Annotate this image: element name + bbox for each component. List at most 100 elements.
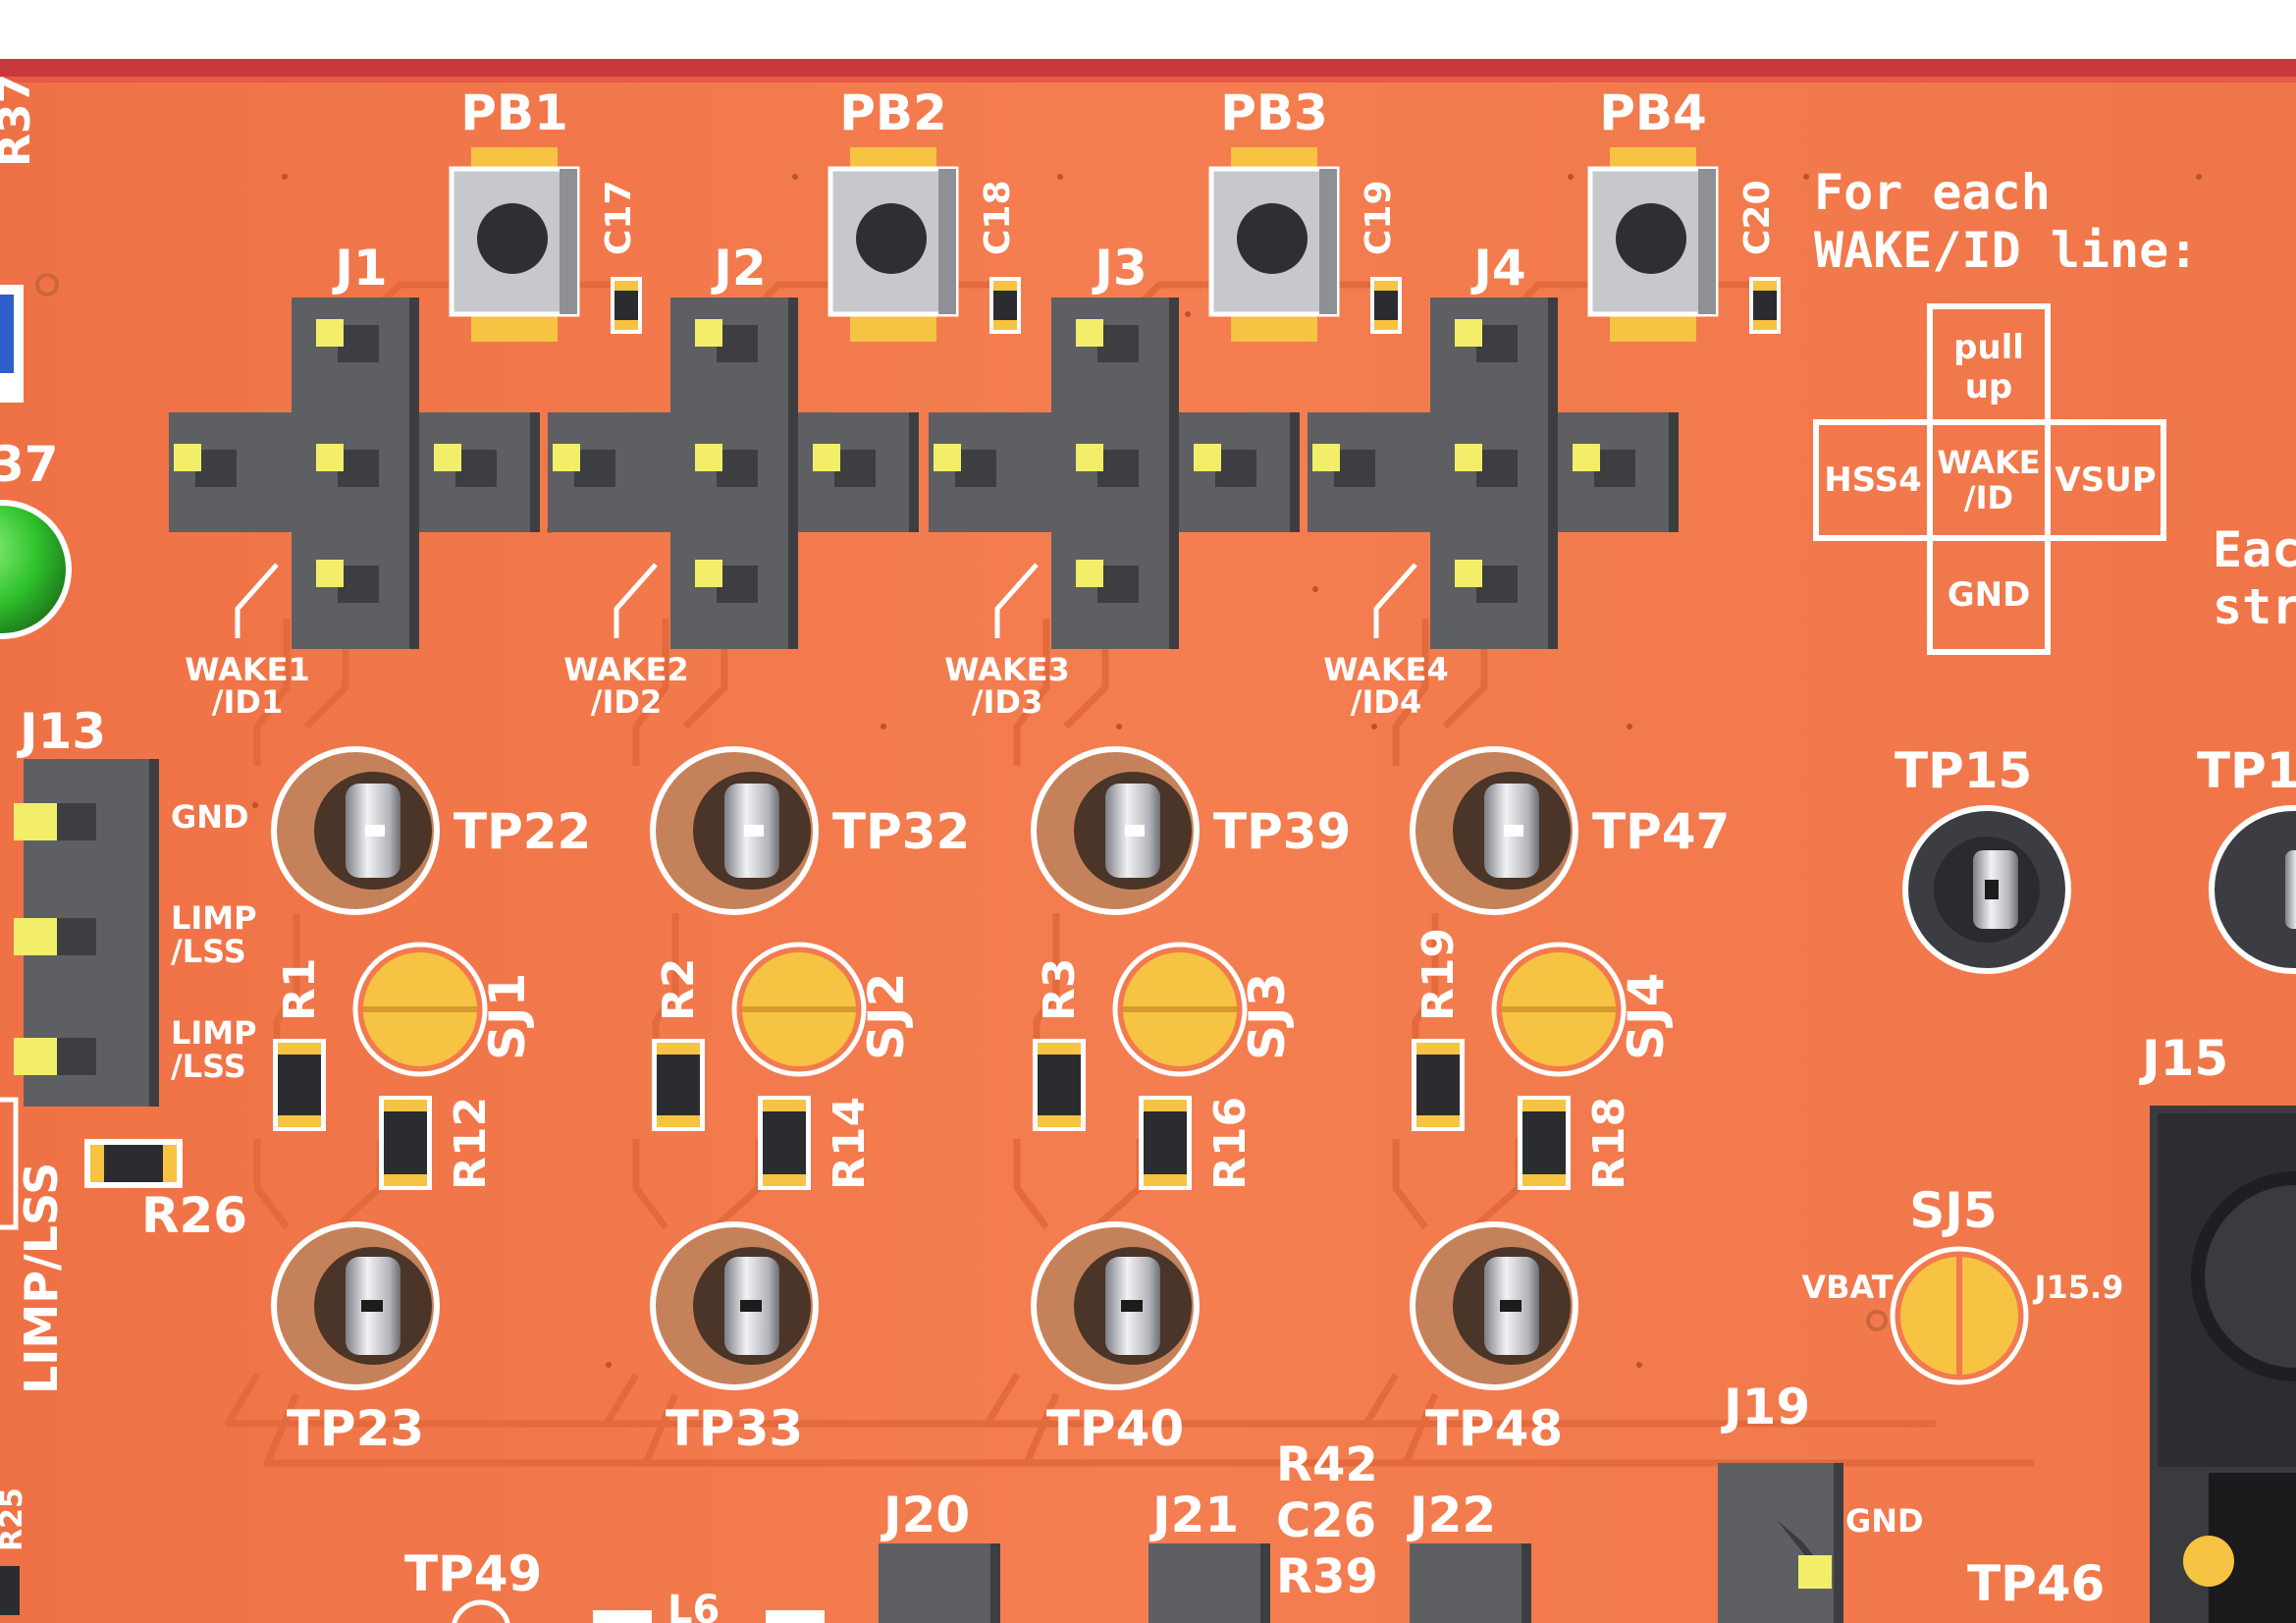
header-pin: [695, 560, 722, 587]
green-led: [0, 500, 72, 639]
id-label-1: /ID1: [212, 683, 283, 721]
pushbutton-pad-bottom: [1231, 312, 1317, 342]
j20-header: [879, 1543, 1000, 1623]
via: [1371, 724, 1377, 730]
j19-ref: J19: [1721, 1379, 1810, 1435]
header-pin: [934, 444, 961, 471]
led-ref-partial: 37: [0, 436, 59, 493]
resistor-ref-R2: R2: [654, 958, 704, 1022]
wake-label-3: WAKE3: [944, 651, 1070, 688]
pushbutton-pad-bottom: [850, 312, 936, 342]
j13-pin-3a: LIMP: [171, 1014, 257, 1052]
header-pin: [174, 444, 201, 471]
via: [881, 724, 886, 730]
j13-pin-1: GND: [171, 798, 249, 836]
legend-title-2: WAKE/ID line:: [1814, 222, 2198, 279]
tp46-ref: TP46: [1967, 1555, 2105, 1612]
header-pin: [695, 444, 722, 471]
legend-center-2: /ID: [1964, 479, 2013, 516]
trace: [1362, 1373, 1936, 1428]
header-3: [929, 298, 1300, 649]
pushbutton-ref-1: PB1: [460, 84, 568, 141]
legend-partial-1: Eac: [2213, 521, 2296, 578]
via: [1627, 724, 1632, 730]
right-side: TP15 TP1 J15 SJ5 VBAT J15.9 J19 GND TP46: [1718, 742, 2296, 1623]
legend-right: VSUP: [2055, 460, 2156, 500]
j21-header: [1148, 1543, 1270, 1623]
trace: [253, 619, 291, 766]
capacitor-ref-4: C20: [1737, 180, 1778, 255]
header-leader: [614, 563, 658, 638]
pushbutton-pad-bottom: [1610, 312, 1696, 342]
testpoint-ref-TP39: TP39: [1213, 803, 1351, 860]
j20-ref: J20: [881, 1487, 970, 1543]
via: [606, 1362, 612, 1368]
j15-ref: J15: [2139, 1030, 2228, 1087]
header-pin: [553, 444, 580, 471]
header-ref-4: J4: [1470, 240, 1525, 297]
j13-pin-2b: /LSS: [171, 933, 246, 970]
header-ref-3: J3: [1092, 240, 1147, 297]
sj5-left-label: VBAT: [1801, 1269, 1893, 1306]
bottom-row: TP49 J20 J21 R42 C26 R39 J22 L6: [404, 1437, 1531, 1623]
j13-pin-2a: LIMP: [171, 899, 257, 937]
trace: [1392, 619, 1429, 766]
legend-left: HSS4: [1824, 460, 1922, 500]
testpoint-ref-TP23: TP23: [287, 1400, 424, 1457]
pushbutton-actuator: [1237, 203, 1308, 274]
r26-ref: R26: [141, 1187, 247, 1244]
r42-ref: R42: [1276, 1437, 1378, 1492]
legend-cross: [1813, 303, 2166, 655]
header-leader: [1373, 563, 1417, 638]
header-ref-2: J2: [711, 240, 766, 297]
sj5-right-label: J15.9: [2033, 1269, 2124, 1306]
id-label-2: /ID2: [591, 683, 662, 721]
resistor-ref-R19: R19: [1414, 928, 1464, 1021]
sj5-ref: SJ5: [1909, 1182, 1997, 1239]
testpoint-ref-TP48: TP48: [1425, 1400, 1563, 1457]
header-1: [169, 298, 540, 649]
pushbutton-actuator: [477, 203, 548, 274]
pushbutton-pad-bottom: [471, 312, 558, 342]
j21-ref: J21: [1149, 1487, 1239, 1543]
header-pin: [1076, 319, 1103, 347]
resistor-ref-R18: R18: [1584, 1097, 1634, 1190]
r25-partial: R25: [0, 1488, 29, 1551]
left-edge: 37 R37 J13 GND LIMP /LSS LIMP /LSS LIMP/…: [0, 74, 257, 1615]
solder-jumper-ref-SJ2: SJ2: [858, 973, 915, 1060]
pushbutton-actuator: [856, 203, 927, 274]
testpoint-ref-TP22: TP22: [454, 803, 591, 860]
via: [1116, 724, 1122, 730]
trace: [1392, 1139, 1428, 1230]
j22-ref: J22: [1407, 1487, 1496, 1543]
tp49-ref: TP49: [404, 1545, 542, 1602]
via: [1312, 586, 1318, 592]
via: [282, 174, 288, 180]
pushbutton-ref-4: PB4: [1599, 84, 1707, 141]
legend-partial-2: str: [2213, 578, 2296, 635]
l6-ref: L6: [667, 1588, 720, 1623]
trace: [253, 1139, 290, 1230]
header-pin: [1455, 560, 1482, 587]
wake-label-2: WAKE2: [563, 651, 689, 688]
header-pin: [316, 444, 344, 471]
resistor-ref-R12: R12: [446, 1097, 496, 1190]
testpoint-ref-TP32: TP32: [832, 803, 970, 860]
header-pin: [1194, 444, 1221, 471]
header-leader: [994, 563, 1039, 638]
resistor-ref-R14: R14: [825, 1097, 875, 1190]
header-ref-1: J1: [332, 240, 387, 297]
j13-pin-3b: /LSS: [171, 1048, 246, 1085]
header-pin: [813, 444, 840, 471]
id-label-4: /ID4: [1351, 683, 1421, 721]
pushbutton-ref-2: PB2: [839, 84, 947, 141]
legend-top-1: pull: [1953, 328, 2024, 367]
legend-center-1: WAKE: [1937, 444, 2040, 481]
solder-jumper-ref-SJ4: SJ4: [1618, 973, 1675, 1060]
j19-header: [1718, 1463, 1843, 1623]
legend: For each WAKE/ID line: pull up HSS4 WAKE…: [1813, 164, 2296, 655]
via: [252, 802, 258, 808]
via: [1057, 174, 1063, 180]
